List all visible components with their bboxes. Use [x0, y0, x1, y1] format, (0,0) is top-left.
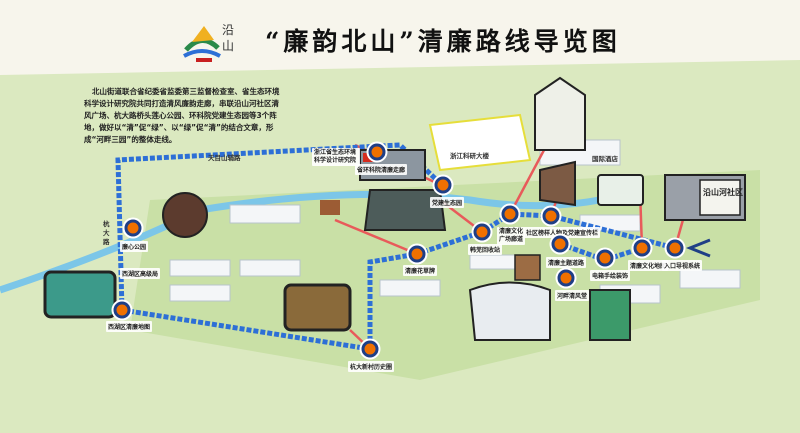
- station-label: 西湖区清廉地图: [106, 321, 153, 332]
- station-marker[interactable]: [551, 235, 569, 253]
- station-label: 清廉主题道路: [546, 257, 587, 268]
- station-label: 韩芜回收站: [468, 244, 503, 255]
- intro-text: 北山街道联合省纪委省监委第三监督检查室、省生态环境科学设计研究院共同打造清风廉韵…: [84, 87, 280, 144]
- road-label-hangda: 杭大路: [103, 220, 110, 246]
- station-label: 社区榜样人物及党建宣传栏: [524, 227, 601, 238]
- station-marker[interactable]: [542, 207, 560, 225]
- station-marker[interactable]: [473, 223, 491, 241]
- station-marker[interactable]: [666, 239, 684, 257]
- page-title: “廉韵北山”清廉路线导览图: [265, 27, 621, 56]
- svg-text:沿: 沿: [222, 23, 234, 37]
- station-marker[interactable]: [361, 340, 379, 358]
- station-label: 入口导视系统: [662, 260, 703, 271]
- station-label: 清廉文化广场廊道: [497, 227, 525, 245]
- station-marker[interactable]: [368, 143, 386, 161]
- entrance-arrow-icon: [685, 238, 711, 258]
- logo: 沿山: [182, 12, 242, 64]
- station-marker[interactable]: [557, 269, 575, 287]
- station-marker[interactable]: [501, 205, 519, 223]
- station-label: 廉心公园: [120, 241, 149, 252]
- station-label: 河畔清风堂: [555, 290, 590, 301]
- river: [0, 186, 642, 294]
- station-label: 清廉花草牌: [403, 265, 438, 276]
- station-label: 电箱手绘装饰: [590, 270, 631, 281]
- community-sign: 沿山河社区: [703, 187, 743, 197]
- station-label: 西湖区高级局: [120, 268, 161, 279]
- building-label-keyan: 浙江科研大楼: [450, 152, 489, 160]
- building-label-hotel: 国际酒店: [592, 155, 618, 163]
- road-label-tianmushan: 天目山辅路: [208, 154, 241, 162]
- station-marker[interactable]: [434, 176, 452, 194]
- station-label: 党建生态园: [430, 197, 465, 208]
- station-marker[interactable]: [124, 219, 142, 237]
- station-marker[interactable]: [633, 239, 651, 257]
- station-label: 杭大新村历史圈: [348, 361, 395, 372]
- svg-text:山: 山: [222, 39, 234, 53]
- station-marker[interactable]: [596, 249, 614, 267]
- station-label: 省环科院清廉走廊: [355, 164, 408, 175]
- station-label: 清廉文化地图: [628, 260, 669, 271]
- station-marker[interactable]: [113, 301, 131, 319]
- station-marker[interactable]: [408, 245, 426, 263]
- station-label: 浙江省生态环境科学设计研究院: [312, 148, 360, 166]
- landmark-illustrations: [43, 76, 746, 341]
